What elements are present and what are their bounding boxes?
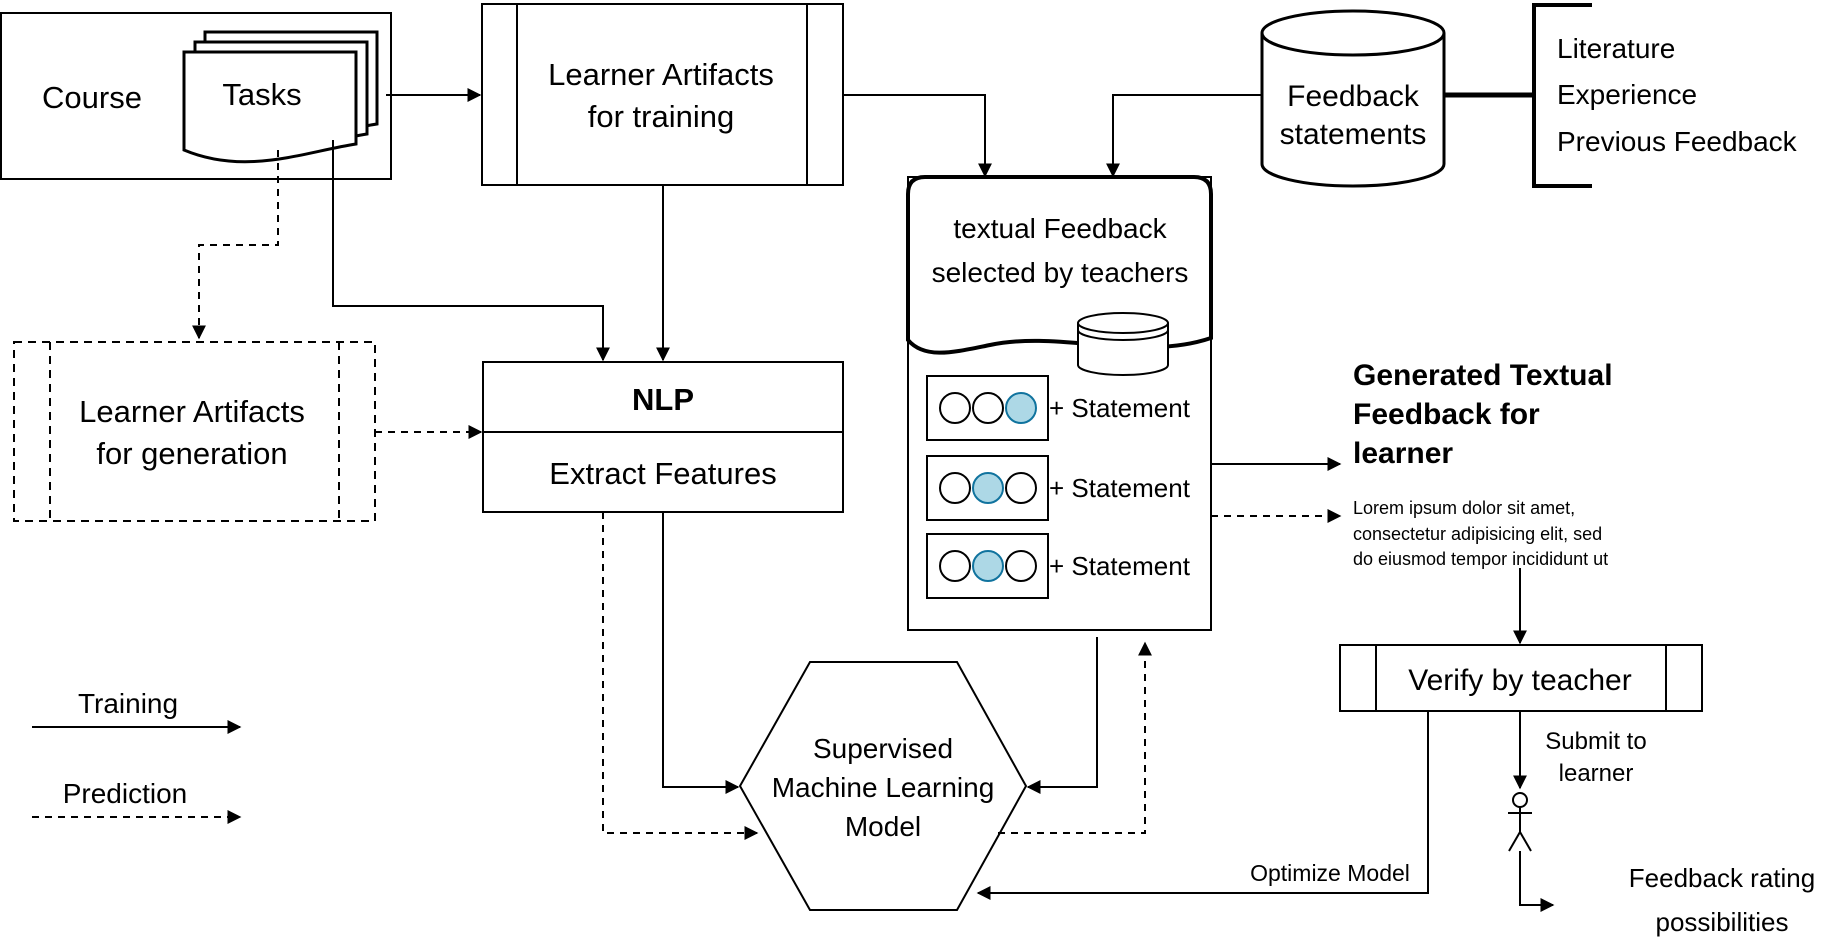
model-line3: Model xyxy=(845,811,921,842)
tasks-to-nlp-arrow xyxy=(332,140,610,362)
submit-line2: learner xyxy=(1559,760,1634,787)
generated-title-line1: Generated Textual xyxy=(1353,359,1613,392)
nlp-box: NLP Extract Features xyxy=(482,361,844,513)
textual-feedback-line1: textual Feedback xyxy=(953,213,1167,244)
statement-label: + Statement xyxy=(1049,473,1191,503)
ml-model-hexagon: Supervised Machine Learning Model xyxy=(738,661,1028,911)
mini-database-icon xyxy=(1077,312,1169,376)
rating-circle-selected xyxy=(972,472,1004,504)
textual-feedback-line2: selected by teachers xyxy=(932,257,1189,288)
source-previous-feedback: Previous Feedback xyxy=(1557,126,1798,157)
tasks-label: Tasks xyxy=(222,77,301,112)
rating-circle xyxy=(972,392,1004,424)
legend-training-label: Training xyxy=(78,688,178,719)
rating-circle xyxy=(1005,472,1037,504)
verify-label: Verify by teacher xyxy=(1408,664,1631,697)
rating-circle xyxy=(939,550,971,582)
course-label: Course xyxy=(42,80,142,115)
model-to-feedback-prediction-arrow xyxy=(998,641,1152,834)
statement-rows: + Statement + Statement + Statement xyxy=(926,375,1191,599)
rating-circle xyxy=(939,392,971,424)
nlp-to-model-arrow xyxy=(662,512,740,794)
rating-circle-selected xyxy=(1005,392,1037,424)
statement-row: + Statement xyxy=(926,375,1191,441)
training-to-feedback-arrow xyxy=(843,94,992,178)
artifacts-training-line2: for training xyxy=(588,99,734,134)
nlp-to-model-prediction-arrow xyxy=(602,512,759,840)
legend: Training Prediction xyxy=(32,688,242,824)
source-experience: Experience xyxy=(1557,79,1697,110)
tasks-to-generation-arrow xyxy=(192,150,279,340)
feedback-db-line1: Feedback xyxy=(1287,80,1420,113)
artifacts-generation-line2: for generation xyxy=(96,436,287,471)
artifacts-training-line1: Learner Artifacts xyxy=(548,57,774,92)
artifacts-training-box: Learner Artifacts for training xyxy=(481,3,844,186)
statement-label: + Statement xyxy=(1049,393,1191,423)
rating-line1: Feedback rating xyxy=(1629,863,1815,893)
tasks-document-stack: Tasks xyxy=(182,30,379,164)
rating-circle-selected xyxy=(972,550,1004,582)
feedback-db-line2: statements xyxy=(1280,118,1427,151)
rating-circle xyxy=(939,472,971,504)
database-to-feedback-arrow xyxy=(1106,94,1262,178)
rating-line2: possibilities xyxy=(1656,907,1789,937)
legend-prediction-label: Prediction xyxy=(63,778,188,809)
generated-title-line2: Feedback for xyxy=(1353,398,1540,431)
generated-body-line2: consectetur adipisicing elit, sed xyxy=(1353,524,1602,544)
statement-row: + Statement xyxy=(926,533,1191,599)
statement-label: + Statement xyxy=(1049,551,1191,581)
artifacts-generation-line1: Learner Artifacts xyxy=(79,394,305,429)
nlp-title: NLP xyxy=(632,382,694,417)
statement-row: + Statement xyxy=(926,455,1191,521)
generated-feedback: Generated Textual Feedback for learner L… xyxy=(1353,359,1613,569)
nlp-subtitle: Extract Features xyxy=(549,456,776,491)
rating-circle xyxy=(1005,550,1037,582)
artifacts-generation-box: Learner Artifacts for generation xyxy=(13,341,376,522)
submit-line1: Submit to xyxy=(1545,728,1646,755)
generated-body-line1: Lorem ipsum dolor sit amet, xyxy=(1353,498,1575,518)
feedback-to-model-arrow xyxy=(1026,637,1098,794)
connectors xyxy=(192,88,1555,912)
generated-title-line3: learner xyxy=(1353,437,1453,470)
feedback-statements-database: Feedback statements xyxy=(1260,9,1446,188)
sources-bracket: Literature Experience Previous Feedback xyxy=(1532,3,1798,188)
learner-to-rating-arrow xyxy=(1519,851,1555,912)
learner-actor-icon xyxy=(1508,792,1532,852)
model-line1: Supervised xyxy=(813,733,953,764)
verify-by-teacher-box: Verify by teacher xyxy=(1339,644,1703,712)
optimize-model-arrow xyxy=(976,711,1429,900)
source-literature: Literature xyxy=(1557,33,1675,64)
optimize-label: Optimize Model xyxy=(1250,860,1410,886)
generated-body-line3: do eiusmod tempor incididunt ut xyxy=(1353,549,1608,569)
model-line2: Machine Learning xyxy=(772,772,995,803)
